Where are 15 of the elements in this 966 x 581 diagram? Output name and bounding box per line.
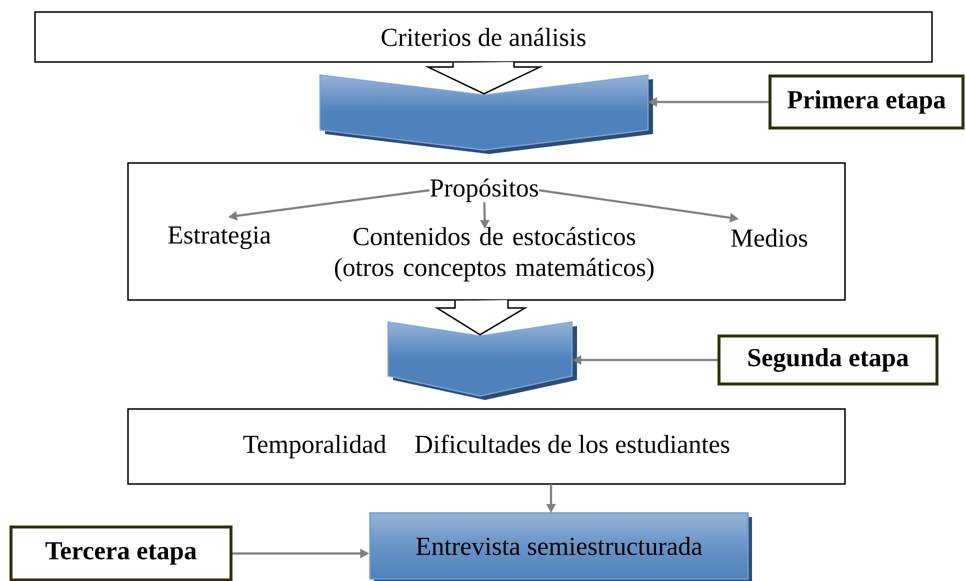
chevron-arrow [319, 74, 653, 154]
block-arrow [434, 299, 528, 336]
result-box: Entrevista semiestructurada [369, 512, 752, 581]
chevron-arrow [387, 321, 577, 400]
text-label: Contenidos de estocásticos (otros conceptos matemáticos) [335, 227, 654, 282]
text-box: Temporalidad Dificultades de los estudiantes [127, 408, 846, 485]
text-label: Medios [731, 228, 808, 247]
text-label: Propósitos [430, 178, 538, 202]
block-arrow [424, 61, 544, 95]
group-box [127, 162, 846, 301]
text-box: Criterios de análisis [34, 11, 933, 63]
stage-box: Tercera etapa [10, 526, 232, 581]
stage-box: Primera etapa [768, 74, 964, 130]
stage-box: Segunda etapa [718, 334, 938, 386]
text-label: Estrategia [168, 226, 271, 250]
